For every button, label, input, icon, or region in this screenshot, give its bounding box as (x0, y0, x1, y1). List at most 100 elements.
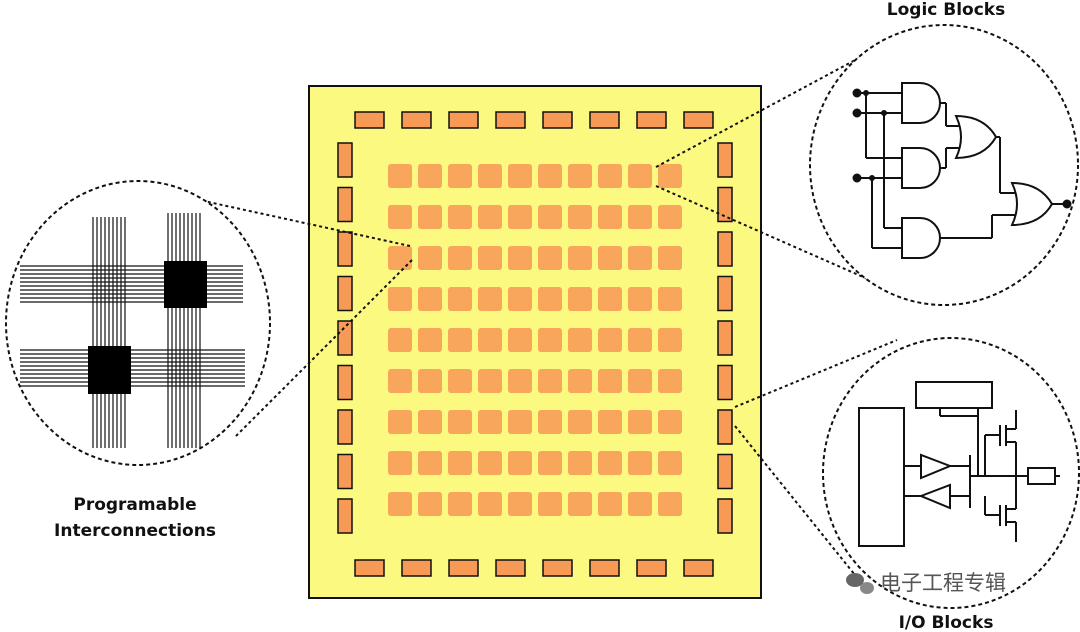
logic-block (658, 410, 682, 434)
logic-block (418, 164, 442, 188)
logic-block (508, 328, 532, 352)
logic-block (568, 492, 592, 516)
logic-block (418, 205, 442, 229)
logic-block (418, 492, 442, 516)
logic-block (628, 205, 652, 229)
io-pad (717, 275, 733, 312)
io-pad (683, 559, 714, 577)
io-pad (717, 364, 733, 401)
io-pad (717, 142, 733, 178)
logic-block (508, 164, 532, 188)
io-pad (717, 320, 733, 356)
logic-block-grid (388, 164, 682, 516)
logic-block (568, 451, 592, 475)
logic-block (568, 205, 592, 229)
io-pad (589, 111, 620, 129)
logic-block (598, 328, 622, 352)
io-pad (542, 111, 573, 129)
io-pad (448, 111, 479, 129)
logic-block (568, 328, 592, 352)
logic-block (418, 287, 442, 311)
logic-block (538, 328, 562, 352)
logic-block (658, 492, 682, 516)
interconnect-label-line2: Interconnections (54, 521, 216, 541)
logic-block (628, 246, 652, 270)
fpga-chip (308, 85, 762, 599)
io-pad (337, 142, 353, 178)
io-pad (495, 559, 526, 577)
logic-block (628, 492, 652, 516)
logic-block (388, 287, 412, 311)
logic-block (418, 328, 442, 352)
logic-block (388, 328, 412, 352)
wechat-logo-icon (846, 573, 874, 594)
io-pad (717, 498, 733, 534)
logic-block (538, 451, 562, 475)
logic-block (508, 246, 532, 270)
logic-block (418, 246, 442, 270)
logic-block (478, 328, 502, 352)
logic-block (478, 369, 502, 393)
switch-box (164, 261, 207, 308)
switch-box (88, 346, 131, 394)
io-pad (717, 231, 733, 267)
logic-block (418, 410, 442, 434)
logic-block (538, 369, 562, 393)
io-pad (337, 275, 353, 312)
logic-block (418, 451, 442, 475)
io-pad (337, 453, 353, 490)
logic-block (538, 205, 562, 229)
io-block-circuit (858, 381, 1060, 547)
logic-block (598, 369, 622, 393)
io-pad (337, 364, 353, 401)
logic-block (448, 328, 472, 352)
logic-block (658, 287, 682, 311)
logic-block (598, 287, 622, 311)
logic-block (628, 410, 652, 434)
logic-block (538, 164, 562, 188)
logic-block (658, 451, 682, 475)
io-pad (495, 111, 526, 129)
logic-block (628, 164, 652, 188)
logic-block (388, 205, 412, 229)
logic-block (448, 205, 472, 229)
logic-block (448, 246, 472, 270)
io-pad (636, 559, 667, 577)
logic-block (598, 451, 622, 475)
logic-block (478, 164, 502, 188)
logic-block (538, 410, 562, 434)
logic-block (568, 164, 592, 188)
io-pad (337, 186, 353, 223)
logic-block (448, 410, 472, 434)
logic-block (478, 492, 502, 516)
io-pad (337, 409, 353, 445)
logic-block (538, 492, 562, 516)
logic-block (598, 164, 622, 188)
logic-block (628, 328, 652, 352)
logic-block (658, 369, 682, 393)
logic-block (628, 287, 652, 311)
logic-block (598, 410, 622, 434)
logic-block (478, 205, 502, 229)
io-pad (542, 559, 573, 577)
logic-block (508, 410, 532, 434)
logic-block (508, 369, 532, 393)
logic-block (478, 451, 502, 475)
logic-block (568, 287, 592, 311)
logic-blocks-zoom-circle (809, 24, 1079, 306)
logic-block (508, 287, 532, 311)
logic-block (628, 451, 652, 475)
logic-block (448, 164, 472, 188)
logic-block (388, 369, 412, 393)
io-pad (717, 186, 733, 223)
io-pad (448, 559, 479, 577)
io-pad-ring (337, 111, 733, 577)
logic-block (658, 246, 682, 270)
logic-block (388, 164, 412, 188)
io-pad (337, 498, 353, 534)
logic-gate-circuit (852, 82, 1072, 259)
logic-block (538, 287, 562, 311)
logic-block (388, 451, 412, 475)
logic-block (508, 492, 532, 516)
